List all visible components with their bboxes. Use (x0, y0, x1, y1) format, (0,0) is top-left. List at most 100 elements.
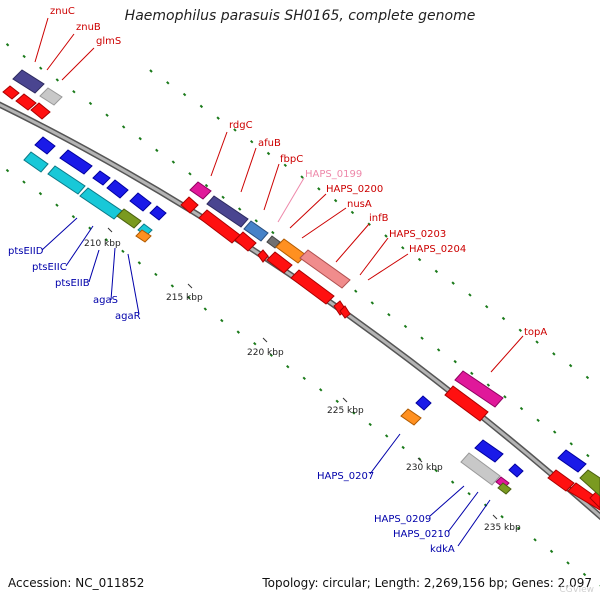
gene-feature[interactable] (23, 151, 49, 173)
gene-label: HAPS_0207 (317, 471, 374, 482)
gene-feature[interactable] (189, 181, 212, 200)
gene-feature[interactable] (15, 93, 37, 111)
track-dot (203, 307, 208, 311)
gene-feature[interactable] (243, 220, 269, 242)
gene-feature[interactable] (116, 208, 142, 229)
gene-label: topA (524, 327, 547, 338)
track-dot (370, 301, 375, 305)
gene-feature[interactable] (129, 192, 152, 212)
scale-label: 230 kbp (406, 463, 443, 473)
gene-feature[interactable] (299, 249, 351, 289)
track-dot (467, 491, 471, 496)
gene-feature[interactable] (257, 249, 269, 263)
track-dot (137, 261, 142, 265)
gene-label: HAPS_0203 (389, 229, 446, 240)
track-dot (549, 549, 554, 554)
track-dot (266, 151, 271, 156)
gene-feature[interactable] (474, 439, 504, 463)
track-dot (516, 526, 521, 531)
scale-label: 220 kbp (247, 348, 284, 358)
track-dot (300, 175, 304, 179)
track-dot (566, 561, 570, 565)
gene-feature[interactable] (460, 452, 501, 486)
gene-feature[interactable] (415, 395, 432, 411)
label-leader-lines (34, 17, 524, 547)
track-dot (403, 324, 408, 329)
gene-feature[interactable] (59, 149, 93, 175)
gene-feature[interactable] (34, 136, 56, 155)
track-dot (271, 230, 275, 235)
gene-feature[interactable] (106, 179, 129, 199)
gene-label: infB (369, 213, 389, 224)
track-dot (253, 341, 257, 346)
gene-feature[interactable] (135, 229, 152, 243)
gene-feature[interactable] (497, 482, 512, 495)
gene-feature[interactable] (2, 85, 20, 100)
gene-feature[interactable] (339, 305, 351, 319)
scale-ticks (107, 227, 498, 520)
gene-feature[interactable] (508, 463, 524, 478)
track-dot (518, 328, 522, 332)
track-dot (585, 375, 590, 380)
gene-feature[interactable] (557, 449, 587, 473)
gene-label: agaR (115, 311, 141, 322)
gene-label: kdkA (430, 544, 455, 555)
track-dot (586, 453, 590, 458)
gene-feature[interactable] (454, 370, 504, 408)
track-dot (220, 318, 224, 323)
gene-feature[interactable] (149, 205, 167, 221)
track-dot (420, 336, 424, 340)
gene-feature[interactable] (180, 196, 199, 214)
reverse-gene-labels: ptsEIID ptsEIIC ptsEIIB agaS agaR HAPS_0… (8, 246, 455, 555)
track-dot (269, 353, 273, 357)
gene-label: HAPS_0204 (409, 244, 466, 255)
gene-feature[interactable] (589, 489, 600, 509)
track-dot (138, 136, 142, 141)
gene-label: ptsEIIB (55, 278, 90, 289)
gene-feature[interactable] (579, 469, 600, 497)
track-dot (368, 422, 372, 427)
track-dot (536, 418, 540, 423)
track-dot (204, 183, 209, 188)
track-dot (351, 411, 356, 415)
gene-feature[interactable] (547, 469, 575, 492)
track-dot (450, 480, 455, 484)
track-dot (333, 198, 338, 203)
track-dot (350, 210, 355, 215)
gene-feature[interactable] (206, 195, 249, 228)
track-dot (451, 281, 455, 285)
gene-feature[interactable] (30, 102, 51, 120)
gene-label: HAPS_0199 (305, 169, 362, 180)
track-dot (486, 383, 491, 387)
track-dot (221, 195, 225, 200)
track-dot (5, 43, 10, 47)
track-dot (170, 284, 175, 288)
gene-feature[interactable] (234, 231, 257, 252)
gene-feature[interactable] (266, 251, 293, 274)
gene-label: fbpC (280, 154, 303, 165)
gene-label: ptsEIID (8, 246, 44, 257)
track-dot (552, 430, 557, 434)
gene-feature[interactable] (12, 69, 45, 94)
gene-feature[interactable] (39, 87, 63, 106)
track-dot (453, 359, 457, 364)
track-dot (286, 365, 290, 369)
track-dot (55, 78, 60, 82)
gene-feature[interactable] (266, 235, 281, 249)
gene-label: rdgC (229, 120, 253, 131)
track-dot (72, 89, 76, 94)
gene-feature[interactable] (567, 482, 600, 511)
gene-feature[interactable] (400, 408, 422, 426)
gene-feature[interactable] (290, 269, 335, 305)
gene-feature[interactable] (92, 170, 111, 186)
track-dot (434, 468, 438, 473)
gene-label: agaS (93, 295, 118, 306)
dotted-track-lines (5, 43, 600, 587)
track-dot (216, 116, 220, 120)
track-dot (501, 316, 506, 321)
gene-feature[interactable] (47, 165, 86, 195)
gene-feature[interactable] (444, 385, 489, 422)
track-dot (468, 293, 472, 297)
track-dot (254, 219, 258, 223)
